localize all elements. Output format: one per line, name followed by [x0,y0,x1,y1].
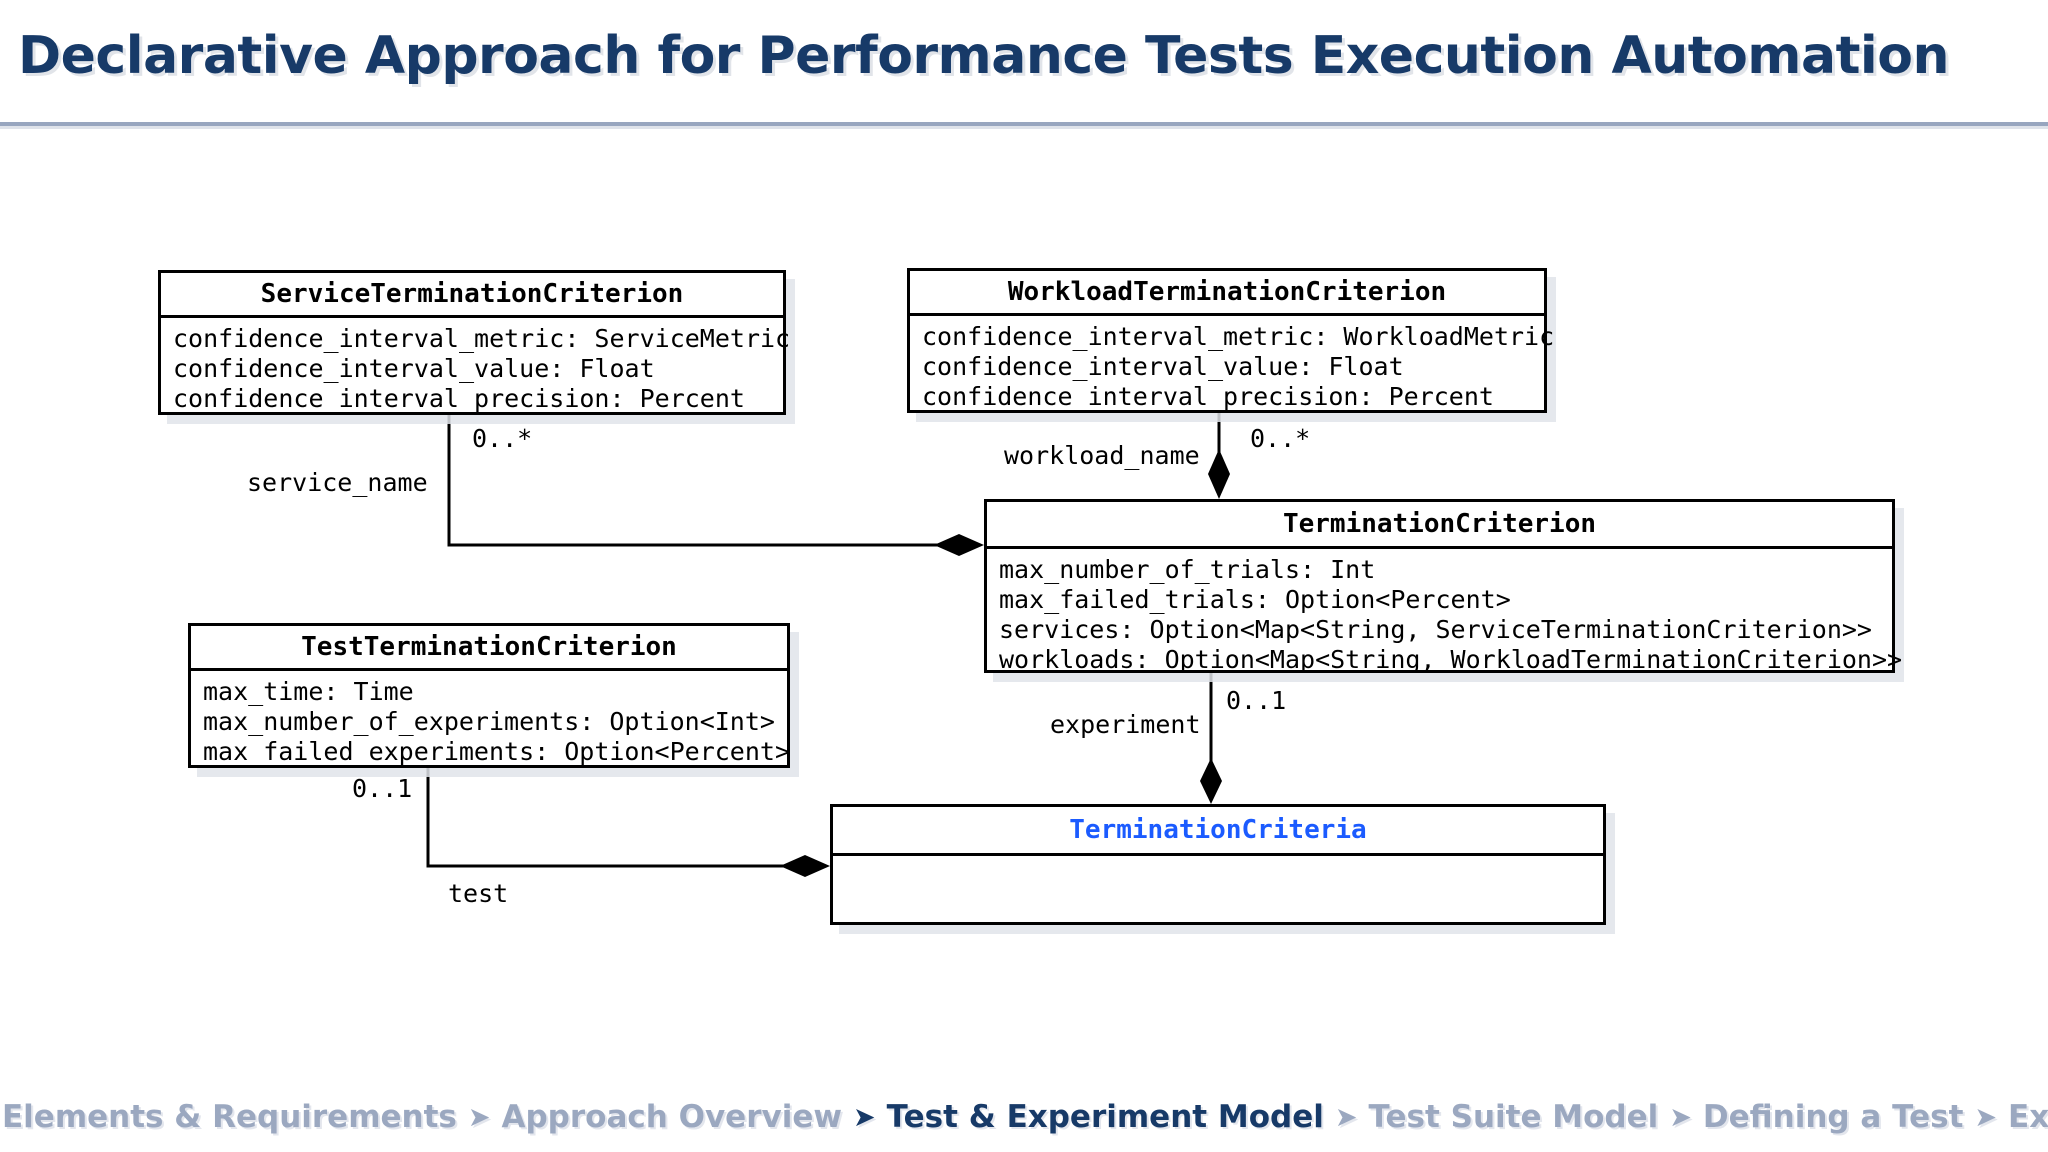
nav-item-executing-a-test[interactable]: Executing a Test [2008,1099,2048,1135]
uml-class-service-termination-criterion[interactable]: ServiceTerminationCriterion confidence_i… [158,270,790,415]
uml-attribute: max_number_of_experiments: Option<Int> [203,707,775,736]
uml-class-termination-criteria[interactable]: TerminationCriteria [830,804,1606,925]
uml-attribute-list: max_number_of_trials: Int max_failed_tri… [987,549,1903,681]
uml-class-workload-termination-criterion[interactable]: WorkloadTerminationCriterion confidence_… [907,268,1554,413]
nav-item-approach-overview[interactable]: Approach Overview [501,1099,843,1135]
chevron-right-icon: ➤ [1974,1101,1998,1133]
edge-multiplicity-workload-name: 0..* [1250,424,1311,453]
uml-section-divider [191,668,787,671]
uml-attribute: confidence_interval_value: Float [922,352,1404,381]
uml-section-divider [833,853,1603,856]
uml-class-name: WorkloadTerminationCriterion [1007,277,1447,307]
edge-multiplicity-service-name: 0..* [472,424,533,453]
chevron-right-icon: ➤ [1334,1101,1358,1133]
uml-class-name: TerminationCriteria [1069,815,1367,845]
nav-item-test-experiment-model[interactable]: Test & Experiment Model [886,1099,1324,1135]
nav-item-defining-a-test[interactable]: Defining a Test [1702,1099,1964,1135]
uml-attribute-list: confidence_interval_metric: ServiceMetri… [161,318,791,420]
uml-attribute: max_failed_experiments: Option<Percent> [203,737,790,766]
uml-attribute: max_failed_trials: Option<Percent> [999,585,1511,614]
uml-section-divider [910,313,1544,316]
uml-attribute: max_number_of_trials: Int [999,555,1376,584]
edge-role-experiment: experiment [1050,710,1201,739]
edge-role-workload-name: workload_name [1004,441,1200,470]
uml-attribute: confidence_interval_precision: Percent [173,384,745,413]
connector-workload-name [1208,412,1230,499]
uml-class-name: TestTerminationCriterion [301,632,677,662]
edge-role-service-name: service_name [247,468,428,497]
footer-navigation: Elements & Requirements ➤ Approach Overv… [0,1088,2048,1146]
uml-class-termination-criterion[interactable]: TerminationCriterion max_number_of_trial… [984,499,1902,674]
uml-attribute-list: max_time: Time max_number_of_experiments… [191,671,790,773]
chevron-right-icon: ➤ [467,1101,491,1133]
uml-attribute: services: Option<Map<String, ServiceTerm… [999,615,1872,644]
title-divider [0,122,2048,126]
nav-item-elements-requirements[interactable]: Elements & Requirements [2,1099,457,1135]
chevron-right-icon: ➤ [853,1101,876,1133]
page-title: Declarative Approach for Performance Tes… [18,26,1950,86]
uml-attribute: confidence_interval_metric: ServiceMetri… [173,324,791,353]
connector-experiment [1200,672,1222,804]
uml-class-test-termination-criterion[interactable]: TestTerminationCriterion max_time: Time … [188,623,790,768]
uml-class-name: TerminationCriterion [1282,509,1597,539]
edge-multiplicity-test: 0..1 [352,774,413,803]
nav-item-test-suite-model[interactable]: Test Suite Model [1368,1099,1659,1135]
uml-class-name: ServiceTerminationCriterion [260,279,684,309]
uml-attribute: confidence_interval_value: Float [173,354,655,383]
edge-multiplicity-experiment: 0..1 [1226,686,1287,715]
chevron-right-icon: ➤ [1669,1101,1692,1133]
uml-attribute: confidence_interval_precision: Percent [922,382,1494,411]
uml-section-divider [987,546,1892,549]
uml-attribute-list: confidence_interval_metric: WorkloadMetr… [910,316,1555,418]
uml-attribute: max_time: Time [203,677,414,706]
edge-role-test: test [448,879,509,908]
uml-attribute: confidence_interval_metric: WorkloadMetr… [922,322,1555,351]
connector-test [426,768,830,877]
uml-attribute-list [833,856,1603,922]
uml-section-divider [161,315,783,318]
connector-service-name [447,414,984,556]
title-divider-shadow [0,126,2048,129]
uml-attribute: workloads: Option<Map<String, WorkloadTe… [999,645,1903,674]
